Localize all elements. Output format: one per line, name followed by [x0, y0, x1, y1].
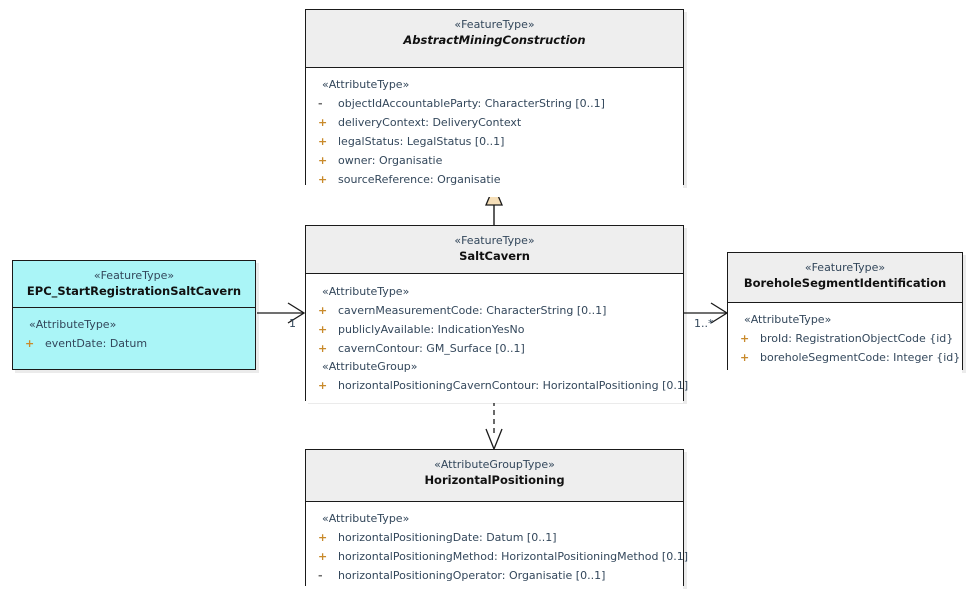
connector-association-epc-to-saltcavern: [257, 302, 306, 324]
class-name: BoreholeSegmentIdentification: [743, 276, 947, 290]
class-body-saltcavern: «AttributeType» + cavernMeasurementCode: …: [306, 274, 688, 403]
class-stereotype: «FeatureType»: [804, 261, 886, 274]
class-name: EPC_StartRegistrationSaltCavern: [26, 284, 242, 298]
class-stereotype: «FeatureType»: [93, 269, 175, 282]
class-box-abstractminingconstruction[interactable]: «FeatureType» AbstractMiningConstruction…: [305, 9, 684, 197]
attribute-visibility: +: [318, 531, 328, 544]
attribute-row[interactable]: + legalStatus: LegalStatus [0..1]: [310, 132, 679, 151]
attribute-text: horizontalPositioningDate: Datum [0..1]: [338, 531, 557, 544]
class-header-boreholesegmentidentification: «FeatureType» BoreholeSegmentIdentificat…: [728, 253, 962, 303]
class-box-horizontalpositioning[interactable]: «AttributeGroupType» HorizontalPositioni…: [305, 449, 688, 593]
attribute-text: owner: Organisatie: [338, 154, 443, 167]
attribute-group-label: «AttributeType»: [322, 78, 410, 91]
attribute-text: cavernMeasurementCode: CharacterString […: [338, 304, 607, 317]
attribute-row[interactable]: + horizontalPositioningCavernContour: Hor…: [310, 376, 688, 395]
attribute-visibility: +: [25, 337, 35, 350]
class-header-epc-startregistrationsaltcavern: «FeatureType» EPC_StartRegistrationSaltC…: [13, 261, 255, 308]
attribute-row[interactable]: + horizontalPositioningMethod: Horizontal…: [310, 547, 688, 566]
class-body-horizontalpositioning: «AttributeType» + horizontalPositioningDa…: [306, 502, 688, 593]
attribute-row[interactable]: + broId: RegistrationObjectCode {id}: [732, 329, 958, 348]
attribute-visibility: +: [318, 116, 328, 129]
class-stereotype: «AttributeGroupType»: [434, 458, 555, 471]
attribute-visibility: +: [318, 135, 328, 148]
attribute-row[interactable]: + deliveryContext: DeliveryContext: [310, 113, 679, 132]
attribute-text: broId: RegistrationObjectCode {id}: [760, 332, 954, 345]
attribute-text: deliveryContext: DeliveryContext: [338, 116, 522, 129]
attribute-visibility: +: [318, 304, 328, 317]
class-header-saltcavern: «FeatureType» SaltCavern: [306, 226, 683, 274]
attribute-visibility: +: [318, 379, 328, 392]
attribute-row[interactable]: + horizontalPositioningDate: Datum [0..1]: [310, 528, 679, 547]
attribute-row[interactable]: + cavernMeasurementCode: CharacterString …: [310, 301, 679, 320]
class-name: AbstractMiningConstruction: [403, 33, 586, 47]
class-body-abstractminingconstruction: «AttributeType» - objectIdAccountablePart…: [306, 68, 683, 197]
attribute-group-label: «AttributeType»: [322, 285, 410, 298]
attribute-text: objectIdAccountableParty: CharacterStrin…: [338, 97, 605, 110]
class-name: HorizontalPositioning: [424, 473, 565, 487]
attribute-visibility: +: [318, 173, 328, 186]
class-body-epc-startregistrationsaltcavern: «AttributeType» + eventDate: Datum: [13, 308, 255, 361]
attribute-group-label: «AttributeType»: [29, 318, 117, 331]
class-header-horizontalpositioning: «AttributeGroupType» HorizontalPositioni…: [306, 450, 683, 502]
attribute-text: horizontalPositioningCavernContour: Hori…: [338, 379, 689, 392]
attribute-text: cavernContour: GM_Surface [0..1]: [338, 342, 525, 355]
attribute-text: horizontalPositioningOperator: Organisat…: [338, 569, 606, 582]
attribute-visibility: +: [740, 351, 750, 364]
attribute-row[interactable]: + owner: Organisatie: [310, 151, 679, 170]
class-box-saltcavern[interactable]: «FeatureType» SaltCavern «AttributeType»…: [305, 225, 688, 403]
edge-label-saltcavern-to-borehole: 1..*: [694, 317, 714, 330]
class-header-abstractminingconstruction: «FeatureType» AbstractMiningConstruction: [306, 10, 683, 68]
attribute-text: publiclyAvailable: IndicationYesNo: [338, 323, 525, 336]
class-box-epc-startregistrationsaltcavern[interactable]: «FeatureType» EPC_StartRegistrationSaltC…: [12, 260, 256, 370]
connector-dependency-saltcavern-to-horizontalpositioning: [485, 401, 503, 451]
attribute-text: legalStatus: LegalStatus [0..1]: [338, 135, 505, 148]
attribute-text: horizontalPositioningMethod: HorizontalP…: [338, 550, 688, 563]
attribute-row[interactable]: + publiclyAvailable: IndicationYesNo: [310, 320, 679, 339]
attribute-text: boreholeSegmentCode: Integer {id}: [760, 351, 961, 364]
attribute-text: sourceReference: Organisatie: [338, 173, 501, 186]
attribute-visibility: +: [318, 154, 328, 167]
attribute-visibility: -: [318, 97, 323, 110]
attribute-visibility: +: [318, 550, 328, 563]
attribute-group-label: «AttributeType»: [744, 313, 832, 326]
edge-label-epc-to-saltcavern: 1: [289, 317, 296, 330]
attribute-row[interactable]: + eventDate: Datum: [17, 334, 251, 353]
class-box-boreholesegmentidentification[interactable]: «FeatureType» BoreholeSegmentIdentificat…: [727, 252, 963, 375]
attribute-row[interactable]: + sourceReference: Organisatie: [310, 170, 679, 189]
attribute-group-label: «AttributeType»: [322, 512, 410, 525]
attribute-text: eventDate: Datum: [45, 337, 148, 350]
class-name: SaltCavern: [459, 249, 530, 263]
attribute-row[interactable]: + cavernContour: GM_Surface [0..1]: [310, 339, 679, 358]
attribute-row[interactable]: + boreholeSegmentCode: Integer {id}: [732, 348, 961, 367]
attribute-visibility: +: [740, 332, 750, 345]
attribute-visibility: +: [318, 323, 328, 336]
class-stereotype: «FeatureType»: [454, 18, 535, 31]
attribute-visibility: +: [318, 342, 328, 355]
attribute-group-label: «AttributeGroup»: [322, 360, 418, 373]
attribute-visibility: -: [318, 569, 323, 582]
class-stereotype: «FeatureType»: [454, 234, 535, 247]
class-body-boreholesegmentidentification: «AttributeType» + broId: RegistrationObje…: [728, 303, 962, 375]
attribute-row[interactable]: - objectIdAccountableParty: CharacterStri…: [310, 94, 679, 113]
attribute-row[interactable]: - horizontalPositioningOperator: Organisa…: [310, 566, 679, 585]
